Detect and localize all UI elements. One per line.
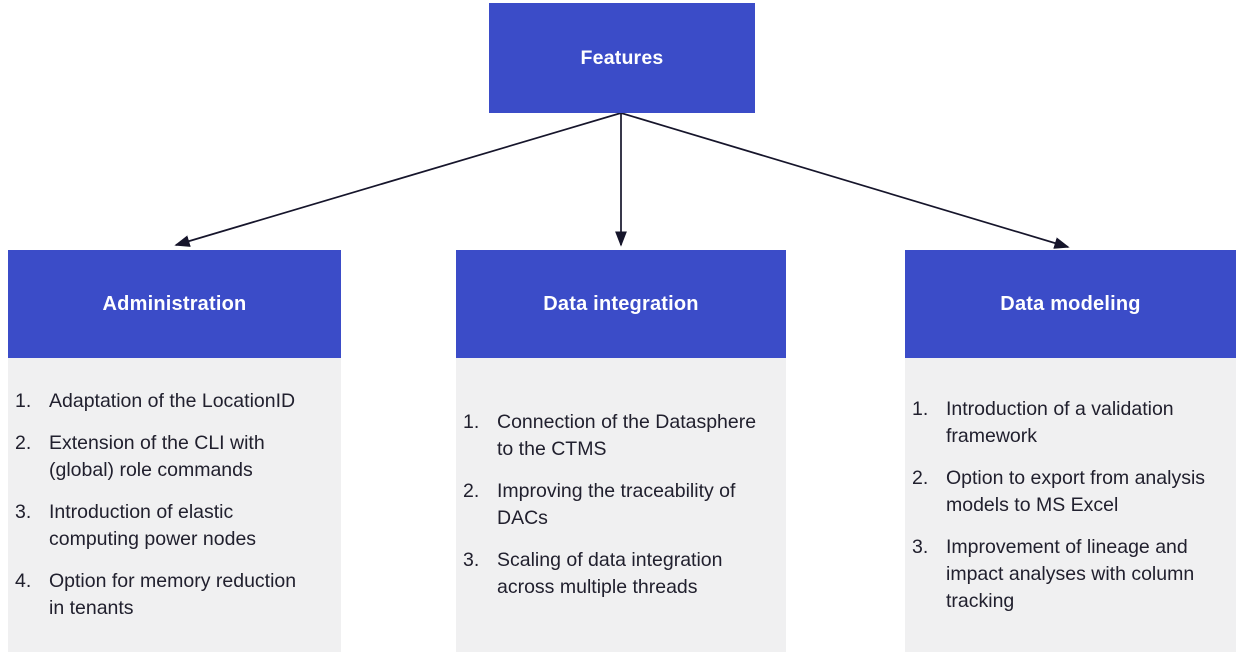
- branch-administration-body: Adaptation of the LocationID Extension o…: [8, 358, 341, 652]
- list-item: Improvement of lineage and impact analys…: [912, 534, 1195, 612]
- list-item: Introduction of elastic computing power …: [15, 499, 257, 550]
- list-item: Option for memory reduction in tenants: [15, 568, 297, 619]
- root-node-label: Features: [580, 46, 664, 69]
- branch-administration-list: Adaptation of the LocationID Extension o…: [8, 388, 341, 622]
- list-item: Improving the traceability of DACs: [463, 478, 736, 529]
- branch-data-modeling-header: Data modeling: [905, 250, 1236, 358]
- branch-data-integration-header: Data integration: [456, 250, 786, 358]
- branch-title: Data modeling: [1000, 292, 1141, 315]
- branch-data-integration-list: Connection of the Datasphere to the CTMS…: [456, 409, 786, 601]
- branch-data-modeling-body: Introduction of a validation framework O…: [905, 358, 1236, 652]
- branch-title: Administration: [102, 292, 247, 315]
- branch-data-modeling-list: Introduction of a validation framework O…: [905, 396, 1236, 615]
- branch-data-integration-body: Connection of the Datasphere to the CTMS…: [456, 358, 786, 652]
- list-item: Option to export from analysis models to…: [912, 465, 1206, 516]
- branch-administration-header: Administration: [8, 250, 341, 358]
- branch-data-modeling: Data modeling Introduction of a validati…: [905, 250, 1236, 652]
- branch-data-integration: Data integration Connection of the Datas…: [456, 250, 786, 652]
- list-item: Scaling of data integration across multi…: [463, 547, 723, 598]
- root-node-features: Features: [489, 3, 755, 113]
- list-item: Connection of the Datasphere to the CTMS: [463, 409, 757, 460]
- list-item: Adaptation of the LocationID: [15, 388, 296, 415]
- connector-features-to-administration: [174, 112, 622, 247]
- list-item: Introduction of a validation framework: [912, 396, 1174, 447]
- connector-features-to-data-modeling: [620, 112, 1070, 249]
- branch-title: Data integration: [543, 292, 699, 315]
- branch-administration: Administration Adaptation of the Locatio…: [8, 250, 341, 652]
- list-item: Extension of the CLI with (global) role …: [15, 430, 265, 481]
